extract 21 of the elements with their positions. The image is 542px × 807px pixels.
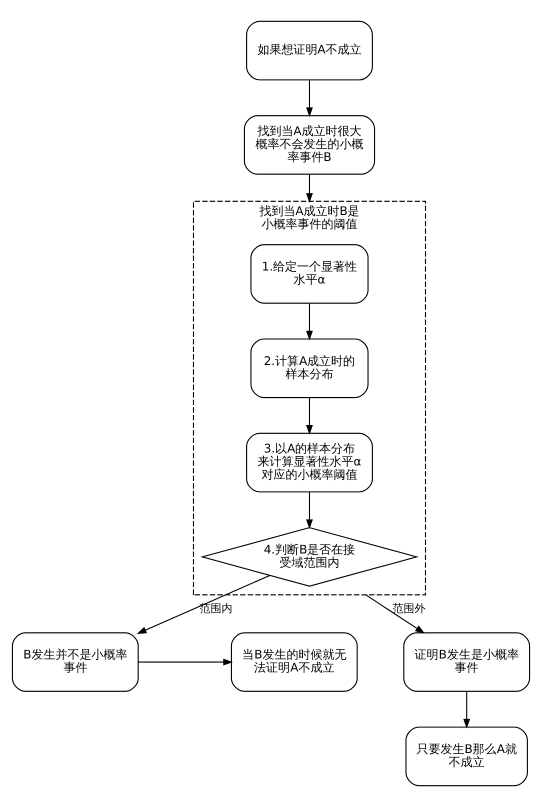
node-box: 如果想证明A不成立 (246, 20, 373, 80)
arrow (306, 174, 313, 203)
node-diamond: 4.判断B是否在接受域范围内 (200, 527, 419, 587)
edge-label: 范围外 (392, 602, 426, 616)
edge-label: 范围内 (200, 602, 233, 616)
arrow (306, 398, 313, 435)
arrow (136, 574, 270, 634)
node-box: B发生并不是小概率事件 (12, 632, 139, 692)
arrow (306, 492, 313, 530)
arrow (306, 80, 313, 118)
node-box: 证明B发生是小概率事件 (403, 632, 530, 692)
arrow (463, 692, 470, 729)
arrow (138, 658, 233, 666)
node-box: 找到当A成立时很大概率不会发生的小概率事件B (244, 115, 376, 175)
node-box: 2.计算A成立时的样本分布 (250, 338, 369, 398)
node-box: 1.给定一个显著性水平α (250, 244, 369, 304)
arrow (365, 594, 425, 634)
node-box: 当B发生的时候就无法证明A不成立 (230, 632, 358, 692)
node-box: 只要发生B那么A就不成立 (405, 726, 528, 786)
arrow (306, 304, 313, 340)
node-box: 3.以A的样本分布来计算显著性水平α对应的小概率阈值 (246, 432, 373, 492)
